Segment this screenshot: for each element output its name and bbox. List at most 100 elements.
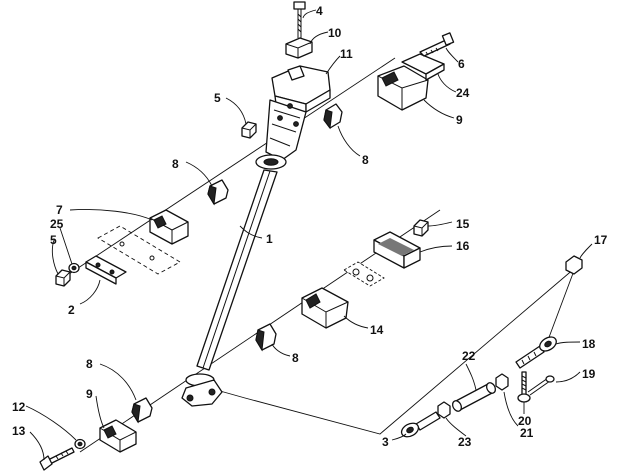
leader-18: [555, 341, 581, 345]
tie-rod-sleeve-end-2: [451, 400, 463, 412]
callout-22-sleeve: 22: [462, 349, 476, 363]
callout-5-left-nut: 5: [50, 233, 57, 247]
left-mount-block: [149, 209, 189, 245]
leader-5-left: [51, 239, 59, 275]
callout-17-tie-rod-cap: 17: [594, 233, 608, 247]
upper-plate-edge: [425, 63, 445, 81]
pitman-arm: [181, 379, 223, 407]
left-phantom-plate: [97, 225, 181, 275]
callout-labels: 4 10 11 6 24 5 9 8 8 7 25 5 1 15 16 17 2…: [12, 4, 608, 449]
right-rod-end-shank: [515, 345, 545, 369]
steering-post: [181, 1, 331, 407]
leader-9-upper: [423, 99, 455, 119]
callout-9-upper-block: 9: [456, 113, 463, 127]
leader-3: [391, 433, 407, 441]
callout-15-nut: 15: [456, 217, 470, 231]
leader-8-upper-left: [185, 161, 213, 187]
leader-23: [445, 417, 467, 437]
leader-8-lower-left: [99, 363, 137, 401]
lower-left-mount: [39, 419, 137, 471]
callout-5-upper-nut: 5: [214, 91, 221, 105]
callout-21-jam-nut: 21: [520, 426, 534, 440]
lower-left-block: [99, 419, 137, 453]
callout-8-upper-right-bushing: 8: [362, 153, 369, 167]
gasket-hole-1: [352, 268, 360, 276]
callout-2-bracket: 2: [68, 303, 75, 317]
lower-left-block-notch: [103, 425, 117, 439]
tie-rod-end-centerline: [547, 267, 576, 341]
callout-10-cap: 10: [328, 26, 342, 40]
mount-cap-seat: [287, 65, 305, 81]
callout-16-plate: 16: [456, 239, 470, 253]
left-washer-hole: [71, 265, 77, 271]
callout-25-washer: 25: [50, 217, 64, 231]
leader-13: [29, 431, 45, 461]
callout-23-jam-nut: 23: [458, 435, 472, 449]
upper-bolt-head: [441, 32, 455, 46]
lower-plate-face: [378, 238, 414, 256]
cap-bolt-thread: [297, 13, 302, 33]
ball-stud-head: [517, 393, 531, 403]
leader-7: [69, 209, 153, 221]
upper-bolt-thread: [425, 47, 439, 56]
left-bracket-hole-2: [109, 269, 115, 275]
left-mount-block-notch: [153, 215, 167, 229]
bracket-ribs: [269, 109, 301, 147]
left-jam-nut: [437, 401, 451, 419]
callout-19-cotter-pin: 19: [582, 367, 596, 381]
callout-8-lower-right-bushing: 8: [292, 351, 299, 365]
lower-left-bolt-head: [39, 455, 53, 471]
right-rod-end-hole: [544, 340, 552, 348]
leader-1: [239, 225, 263, 239]
lower-right-mount: [301, 219, 429, 329]
upper-left-nut-edges: [241, 123, 257, 138]
leader-lines: [25, 9, 593, 461]
lower-gasket: [343, 261, 385, 287]
callout-1-shaft: 1: [266, 232, 273, 246]
callout-7-left-block: 7: [56, 203, 63, 217]
leader-17: [579, 243, 593, 259]
lower-left-bolt: [47, 447, 75, 465]
leader-4: [302, 9, 317, 19]
lower-right-block: [301, 287, 349, 329]
bushing-lower-right-shade: [255, 329, 265, 352]
leader-24: [437, 73, 457, 93]
upper-centerline: [59, 57, 396, 281]
upper-right-block-notch: [381, 71, 399, 87]
lower-right-nut-edges: [413, 221, 429, 236]
phantom-hole-2: [149, 255, 155, 261]
lower-right-block-notch: [305, 293, 321, 309]
callout-13-bolt: 13: [12, 424, 26, 438]
right-rod-end-thread: [521, 351, 537, 365]
phantom-hole-1: [119, 241, 125, 247]
leader-5-upper: [225, 97, 247, 125]
left-rod-end-hole: [406, 426, 414, 434]
leader-8-lower-right: [271, 343, 291, 357]
upper-nut: [241, 121, 257, 139]
bracket-hole-2: [277, 115, 283, 121]
leader-2: [79, 279, 101, 305]
pitman-hole-2: [208, 388, 216, 396]
leader-9-lower: [95, 395, 105, 429]
bushing-upper-left-shade: [207, 185, 217, 206]
tie-rod-sleeve-end: [485, 382, 497, 394]
left-nut-edges: [55, 271, 71, 286]
lower-left-washer-hole: [77, 441, 83, 447]
leader-6: [445, 47, 459, 63]
bracket-hole-3: [293, 121, 299, 127]
leader-19: [555, 371, 581, 383]
callout-8-lower-left-bushing: 8: [86, 357, 93, 371]
lower-plate-front: [403, 247, 421, 269]
callout-3-rod-end: 3: [382, 435, 389, 449]
pitman-hole-1: [186, 394, 194, 402]
shaft-highlight: [202, 170, 271, 369]
leader-14: [343, 315, 369, 329]
callout-12-washer: 12: [12, 400, 26, 414]
leader-16: [419, 245, 453, 253]
leader-8-upper-right: [337, 125, 361, 157]
bushing-upper-right-shade: [323, 109, 333, 130]
callout-6-bolt: 6: [458, 57, 465, 71]
callout-11-handlebar-mount: 11: [340, 47, 353, 61]
